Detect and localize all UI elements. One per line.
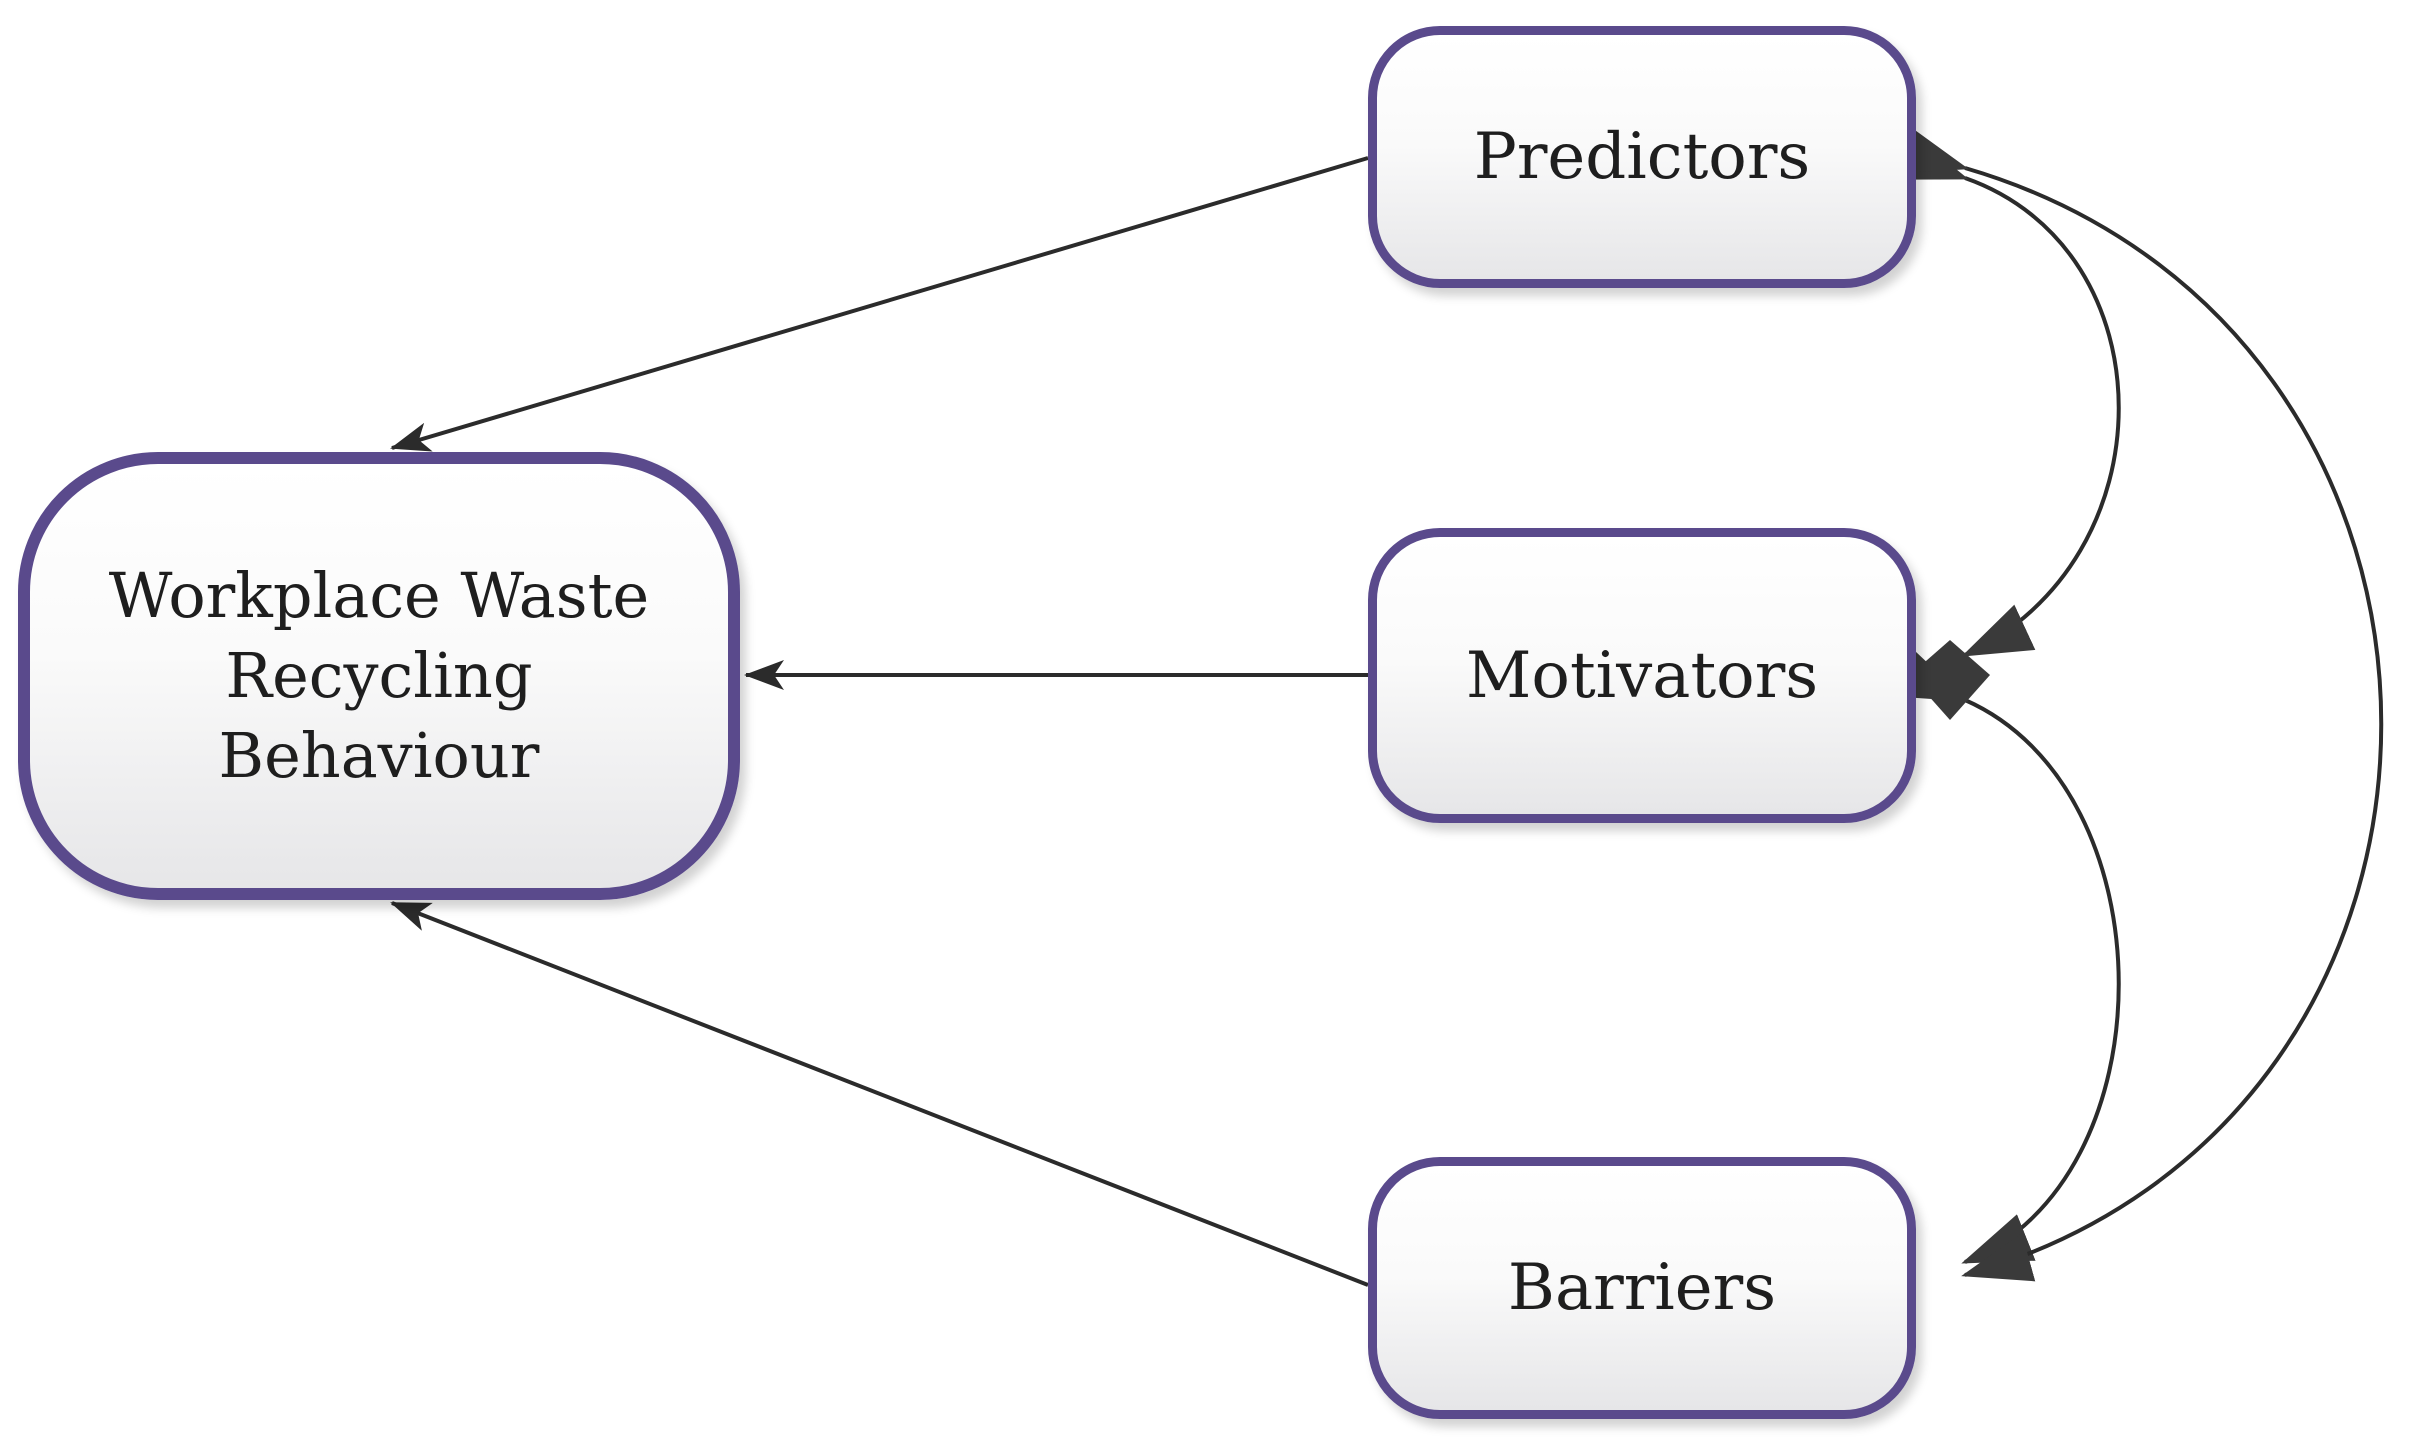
node-motivators-label: Motivators [1465,638,1819,713]
outcome-line-2: Recycling [225,639,533,712]
outcome-line-3: Behaviour [218,719,540,792]
node-recycling-behaviour-label: Workplace Waste Recycling Behaviour [109,556,649,796]
junction-diamond [1910,640,1990,720]
edge-barriers-to-outcome [390,901,1369,1287]
outcome-line-1: Workplace Waste [108,559,650,632]
node-barriers-label: Barriers [1507,1251,1777,1325]
node-predictors-label: Predictors [1473,120,1811,194]
edge-predictors-barriers [1894,125,2384,1282]
node-barriers: Barriers [1368,1157,1916,1419]
edge-predictors-to-outcome [390,156,1369,452]
edge-predictors-motivators [1894,132,2121,657]
edge-motivators-barriers [1894,650,2121,1264]
node-recycling-behaviour: Workplace Waste Recycling Behaviour [18,452,740,900]
node-predictors: Predictors [1368,26,1916,288]
node-motivators: Motivators [1368,528,1916,823]
